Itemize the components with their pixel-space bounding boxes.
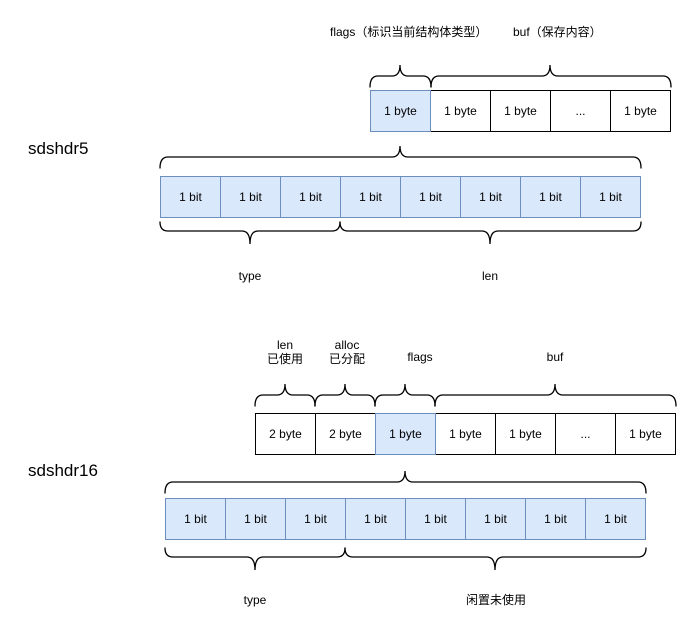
sdshdr16-byte-cell: 1 byte [435, 413, 496, 455]
sdshdr5-len-label: len [481, 269, 499, 283]
sdshdr16-unused-label: 闲置未使用 [465, 593, 527, 607]
sdshdr5-buf-brace [430, 64, 672, 88]
sdshdr5-byte-cell: ... [550, 90, 611, 132]
sdshdr16-bit-cell: 1 bit [165, 498, 226, 540]
sdshdr5-title: sdshdr5 [28, 139, 89, 158]
sdshdr16-bit-cell: 1 bit [225, 498, 286, 540]
sdshdr16-flags-brace [374, 383, 436, 407]
sdshdr5-bit-cell: 1 bit [340, 176, 401, 218]
sdshdr16-bit-cell: 1 bit [585, 498, 646, 540]
sdshdr16-bit-cell: 1 bit [345, 498, 406, 540]
sdshdr5-bit-cell: 1 bit [220, 176, 281, 218]
sdshdr5-bit-cell: 1 bit [460, 176, 521, 218]
sdshdr5-byte-cell: 1 byte [610, 90, 671, 132]
sdshdr5-type-brace [159, 221, 341, 245]
sdshdr5-byte-cell: 1 byte [430, 90, 491, 132]
sdshdr5-bit-cell: 1 bit [400, 176, 461, 218]
sdshdr5-type-label: type [238, 269, 262, 283]
sdshdr16-alloc-brace [314, 383, 376, 407]
sdshdr16-bit-cell: 1 bit [285, 498, 346, 540]
sdshdr16-unused-brace [344, 547, 647, 571]
sdshdr16-bit-cell: 1 bit [525, 498, 586, 540]
sdshdr16-type-label: type [243, 593, 267, 607]
sdshdr16-byte-cell: 1 byte [495, 413, 556, 455]
sdshdr16-buf-label: buf [546, 350, 564, 364]
sdshdr5-byte-brace [159, 145, 642, 169]
sdshdr16-buf-brace [434, 383, 677, 407]
sdshdr16-flags-label: flags [407, 350, 433, 364]
sdshdr16-len-label: len 已使用 [266, 338, 304, 366]
sdshdr5-flags-brace [369, 64, 432, 88]
sdshdr16-len-brace [254, 383, 316, 407]
sdshdr5-bit-cell: 1 bit [580, 176, 641, 218]
sdshdr5-byte-cell: 1 byte [370, 90, 431, 132]
sdshdr16-byte-cell: 2 byte [315, 413, 376, 455]
sdshdr16-title: sdshdr16 [28, 461, 98, 480]
sdshdr16-bit-cell: 1 bit [405, 498, 466, 540]
sdshdr16-alloc-label: alloc 已分配 [328, 338, 366, 366]
sdshdr5-bit-cell: 1 bit [280, 176, 341, 218]
sdshdr16-type-brace [164, 547, 346, 571]
sdshdr5-len-brace [339, 221, 642, 245]
sdshdr16-byte-cell: 1 byte [375, 413, 436, 455]
sdshdr5-bit-cell: 1 bit [160, 176, 221, 218]
sdshdr16-bit-cell: 1 bit [465, 498, 526, 540]
sdshdr16-byte-cell: ... [555, 413, 616, 455]
sdshdr5-byte-cell: 1 byte [490, 90, 551, 132]
sdshdr5-buf-label: buf（保存内容） [513, 25, 602, 39]
sdshdr16-byte-cell: 2 byte [255, 413, 316, 455]
sdshdr5-bit-cell: 1 bit [520, 176, 581, 218]
sdshdr16-byte-cell: 1 byte [615, 413, 676, 455]
sdshdr16-byte-brace [164, 470, 647, 494]
sdshdr5-flags-label: flags（标识当前结构体类型） [330, 25, 488, 39]
